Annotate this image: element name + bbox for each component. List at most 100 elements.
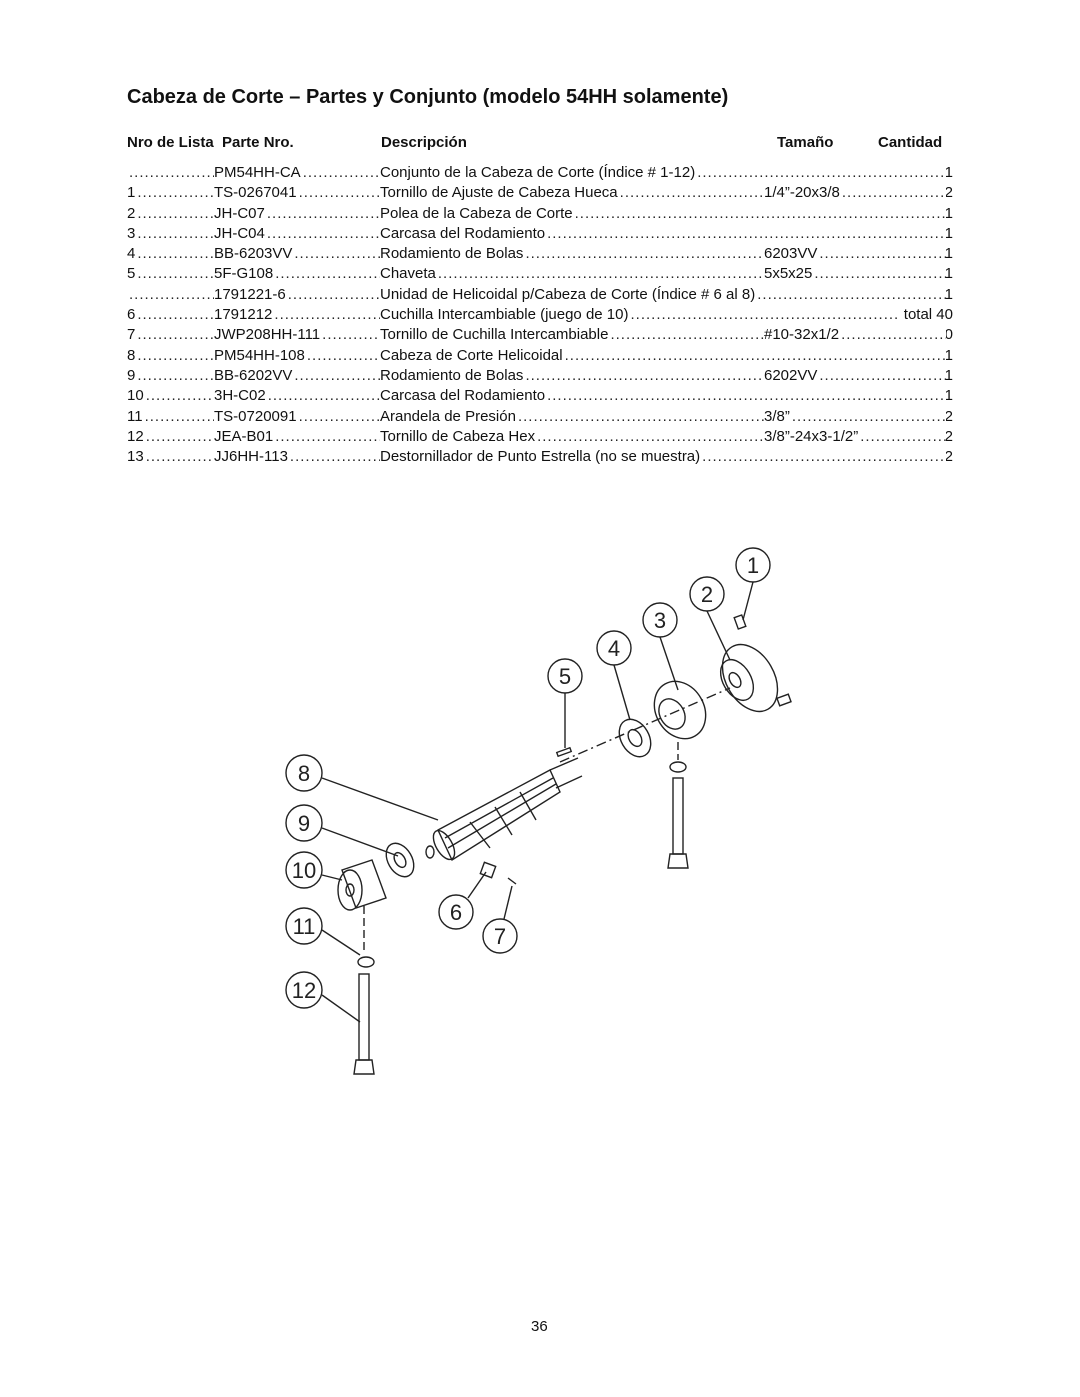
leader-dots: [842, 183, 946, 203]
leader-dots: [275, 264, 380, 284]
leader-dots: [294, 366, 380, 386]
quantity: 1: [946, 224, 953, 242]
part-description: Arandela de Presión: [380, 407, 516, 425]
callout-11: 11: [293, 914, 316, 939]
list-number-cell: 10: [127, 386, 214, 406]
leader-dots: [137, 204, 214, 224]
part-description-cell: Cuchilla Intercambiable (juego de 10): [380, 305, 897, 325]
leader-dots: [294, 244, 380, 264]
part-description: Rodamiento de Bolas: [380, 245, 524, 263]
leader-dots: [610, 325, 764, 345]
parts-row: 1791221-6Unidad de Helicoidal p/Cabeza d…: [127, 285, 953, 305]
leader-dots: [303, 163, 380, 183]
quantity: 1: [946, 346, 953, 364]
part-number-cell: JJ6HH-113: [214, 447, 380, 467]
part-size: 3/8”: [764, 407, 790, 425]
leader-dots: [137, 183, 214, 203]
list-number-cell: 4: [127, 244, 214, 264]
part-description-cell: Rodamiento de Bolas: [380, 366, 764, 386]
header-description: Descripción: [381, 134, 467, 151]
quantity-cell: 2: [946, 447, 953, 467]
leader-dots: [620, 183, 764, 203]
leader-dots: [137, 244, 214, 264]
part-size-cell: #10-32x1/2: [764, 325, 946, 345]
part-number-cell: 3H-C02: [214, 386, 380, 406]
page-title: Cabeza de Corte – Partes y Conjunto (mod…: [127, 86, 729, 108]
quantity-cell: 2: [946, 427, 953, 447]
parts-row: 3JH-C04Carcasa del Rodamiento1: [127, 224, 953, 244]
part-number-cell: BB-6202VV: [214, 366, 380, 386]
part-description-cell: Carcasa del Rodamiento: [380, 224, 946, 244]
part-number: PM54HH-CA: [214, 164, 301, 181]
list-number-cell: 3: [127, 224, 214, 244]
quantity-cell: 1: [946, 224, 953, 244]
quantity: 1: [946, 387, 953, 405]
quantity: 40: [946, 326, 953, 344]
callout-circle-7: [482, 918, 518, 954]
leader-dots: [290, 447, 380, 467]
parts-row: 8PM54HH-108Cabeza de Corte Helicoidal1: [127, 346, 953, 366]
leader-dots: [146, 447, 214, 467]
part-description-cell: Destornillador de Punto Estrella (no se …: [380, 447, 946, 467]
quantity-cell: 1: [946, 204, 953, 224]
list-number-cell: 7: [127, 325, 214, 345]
list-number: 13: [127, 448, 144, 466]
list-number-cell: [127, 285, 214, 305]
list-number-cell: 13: [127, 447, 214, 467]
part-number-cell: 5F-G108: [214, 264, 380, 284]
part-description-cell: Carcasa del Rodamiento: [380, 386, 946, 406]
quantity: 2: [946, 448, 953, 466]
list-number-cell: 11: [127, 407, 214, 427]
leader-dots: [322, 325, 380, 345]
quantity-cell: 2: [946, 183, 953, 203]
quantity-cell: 1: [946, 346, 953, 366]
part-description-cell: Tornillo de Cuchilla Intercambiable: [380, 325, 764, 345]
callout-12: 12: [292, 978, 316, 1003]
list-number-cell: 12: [127, 427, 214, 447]
leader-dots: [575, 204, 946, 224]
callout-circle-9: [285, 804, 323, 842]
leader-dots: [137, 224, 214, 244]
header-size: Tamaño: [777, 134, 834, 151]
parts-row: 13 JJ6HH-113Destornillador de Punto Estre…: [127, 447, 953, 467]
part-description-cell: Cabeza de Corte Helicoidal: [380, 346, 946, 366]
part-size: #10-32x1/2: [764, 326, 840, 344]
callout-2: 2: [701, 582, 713, 607]
part-size: 3/8”-24x3-1/2”: [764, 427, 859, 445]
part-number-cell: BB-6203VV: [214, 244, 380, 264]
leader-dots: [819, 244, 946, 264]
parts-row: 11TS-0720091Arandela de Presión3/8”2: [127, 407, 953, 427]
part-description-cell: Unidad de Helicoidal p/Cabeza de Corte (…: [380, 285, 946, 305]
quantity-cell: 1: [946, 244, 953, 264]
callout-6: 6: [450, 900, 462, 925]
quantity-cell: total 40: [897, 305, 953, 325]
part-description: Cabeza de Corte Helicoidal: [380, 346, 563, 364]
quantity-cell: 1: [946, 264, 953, 284]
parts-row: 2JH-C07Polea de la Cabeza de Corte1: [127, 204, 953, 224]
quantity: 1: [946, 285, 953, 303]
part-number-cell: JEA-B01: [214, 427, 380, 447]
hex-bolt-lower: [353, 906, 375, 1075]
parts-row: 1TS-0267041Tornillo de Ajuste de Cabeza …: [127, 183, 953, 203]
part-number: TS-0267041: [214, 184, 297, 202]
part-size-cell: 6202VV: [764, 366, 946, 386]
part-description: Tornillo de Cuchilla Intercambiable: [380, 326, 609, 344]
leader-dots: [702, 447, 946, 467]
exploded-parts-diagram: 1 2 3 4 5 6 7 8 9 10 11 12: [285, 547, 792, 1075]
leader-dots: [841, 325, 946, 345]
leader-dots: [129, 163, 214, 183]
quantity: total 40: [903, 306, 953, 324]
header-quantity: Cantidad: [878, 134, 943, 151]
quantity-cell: 1: [946, 285, 953, 305]
quantity: 1: [946, 265, 953, 283]
part-number: JWP208HH-111: [214, 326, 321, 344]
leader-dots: [525, 366, 764, 386]
insert-screw: [507, 877, 517, 885]
part-description: Polea de la Cabeza de Corte: [380, 204, 573, 222]
parts-row: 7JWP208HH-111 Tornillo de Cuchilla Interc…: [127, 325, 953, 345]
list-number: 6: [127, 306, 136, 324]
leader-dots: [129, 285, 214, 305]
callout-circle-8: [285, 754, 323, 792]
set-screw-lower: [776, 693, 792, 707]
ball-bearing-lower: [385, 842, 415, 878]
